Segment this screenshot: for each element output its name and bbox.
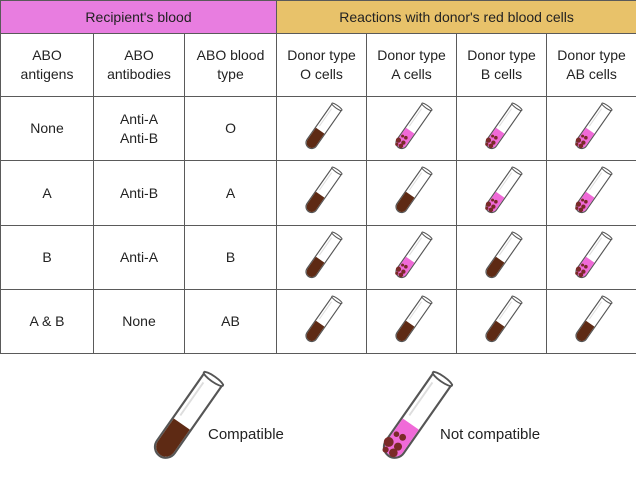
reaction-cell	[366, 96, 458, 162]
reaction-cell	[366, 224, 458, 290]
not-compatible-tube-icon	[575, 166, 613, 214]
compatible-tube-icon	[485, 295, 523, 342]
col-header-blood-type: ABO blood type	[183, 33, 278, 98]
reaction-cell	[276, 288, 368, 355]
recipient-blood-header: Recipient's blood	[0, 0, 278, 35]
not-compatible-tube-icon	[575, 230, 613, 278]
antigens-cell: A & B	[0, 288, 94, 355]
compatible-tube-icon	[305, 295, 343, 342]
legend-compatible-tube	[138, 366, 231, 480]
antibodies-cell: Anti-A	[93, 224, 185, 290]
blood-type-cell: O	[183, 96, 278, 162]
antigens-cell: None	[0, 96, 94, 162]
antigens-cell: A	[0, 160, 94, 226]
reaction-cell	[456, 96, 548, 162]
compatible-tube-icon	[153, 370, 225, 459]
col-header-donor-a: Donor type A cells	[366, 33, 458, 98]
reaction-cell	[366, 288, 458, 355]
antigens-cell: B	[0, 224, 94, 290]
col-header-donor-o: Donor type O cells	[276, 33, 368, 98]
not-compatible-tube-icon	[395, 102, 433, 150]
compatible-tube-icon	[485, 230, 523, 278]
reaction-cell	[456, 224, 548, 290]
col-header-antibodies: ABO antibodies	[93, 33, 185, 98]
legend: Compatible Not compatible	[0, 354, 636, 480]
row-type-ab: A & B None AB	[0, 288, 636, 355]
compatible-tube-icon	[395, 295, 433, 342]
legend-not-compatible-label: Not compatible	[440, 426, 541, 443]
not-compatible-tube-icon	[485, 102, 523, 150]
not-compatible-tube-icon	[395, 230, 433, 278]
antibodies-cell: Anti-A Anti-B	[93, 96, 185, 162]
blood-type-cell: A	[183, 160, 278, 226]
reaction-cell	[276, 160, 368, 226]
reaction-cell	[546, 288, 636, 355]
compatible-tube-icon	[305, 166, 343, 214]
col-header-donor-ab: Donor type AB cells	[546, 33, 636, 98]
row-type-o: None Anti-A Anti-B O	[0, 96, 636, 162]
compatible-tube-icon	[575, 295, 613, 342]
antibodies-cell: Anti-B	[93, 160, 185, 226]
reaction-cell	[456, 288, 548, 355]
blood-compatibility-table: Recipient's blood Reactions with donor's…	[0, 0, 636, 355]
compatible-tube-icon	[395, 166, 433, 214]
reaction-cell	[546, 160, 636, 226]
reaction-cell	[276, 224, 368, 290]
legend-not-compatible-tube	[367, 366, 460, 480]
row-type-b: B Anti-A B	[0, 224, 636, 290]
col-header-antigens: ABO antigens	[0, 33, 94, 98]
reactions-header: Reactions with donor's red blood cells	[276, 0, 636, 35]
reaction-cell	[546, 224, 636, 290]
reaction-cell	[366, 160, 458, 226]
reaction-cell	[276, 96, 368, 162]
legend-compatible-label: Compatible	[208, 426, 284, 443]
not-compatible-tube-icon	[575, 102, 613, 150]
col-header-donor-b: Donor type B cells	[456, 33, 548, 98]
blood-type-cell: B	[183, 224, 278, 290]
reaction-cell	[546, 96, 636, 162]
compatible-tube-icon	[305, 102, 343, 150]
row-type-a: A Anti-B A	[0, 160, 636, 226]
not-compatible-tube-icon	[485, 166, 523, 214]
compatible-tube-icon	[305, 230, 343, 278]
reaction-cell	[456, 160, 548, 226]
not-compatible-tube-icon	[382, 370, 454, 459]
antibodies-cell: None	[93, 288, 185, 355]
blood-type-cell: AB	[183, 288, 278, 355]
